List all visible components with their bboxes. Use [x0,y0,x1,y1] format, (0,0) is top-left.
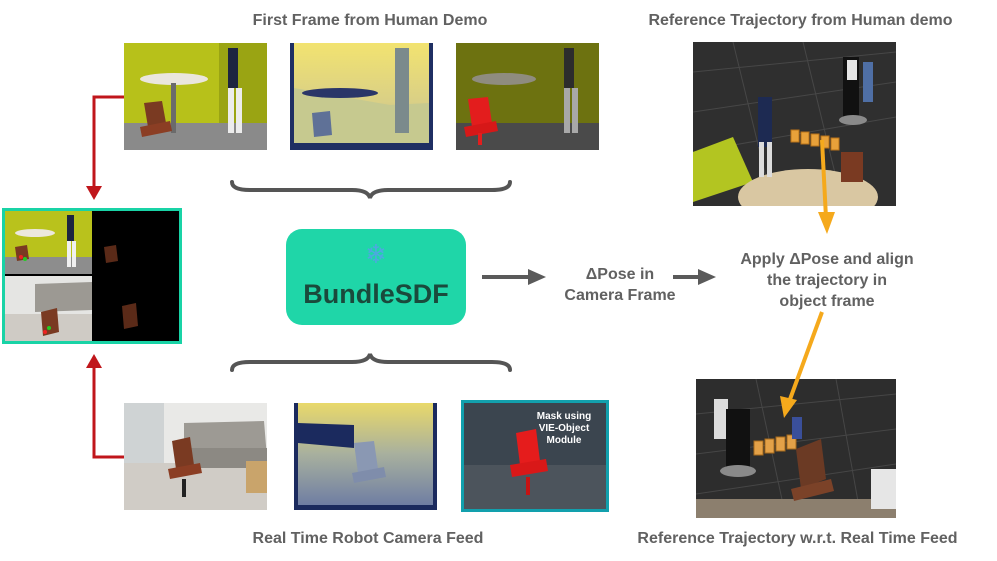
mask-label: Mask using VIE-Object Module [536,411,592,446]
orange-arrow-1 [820,139,828,219]
delta-pose-label: ΔPose in Camera Frame [564,266,676,304]
grid-cell-robot-mask [94,276,179,341]
red-arrow-top [92,95,124,190]
robot-camera-mask-image [464,403,606,509]
snowflake-icon: ❄ [365,239,387,269]
apply-pose-label: Apply ΔPose and align the trajectory in … [740,251,914,310]
reference-trajectory-wrt-feed-render [696,379,896,518]
caption-reference-trajectory: Reference Trajectory from Human demo [648,12,953,29]
human-demo-depth-image [290,43,433,150]
caption-real-time-feed: Real Time Robot Camera Feed [252,530,484,547]
caption-first-frame: First Frame from Human Demo [252,12,488,29]
human-demo-mask-image [456,43,599,150]
caption-reference-wrt-feed: Reference Trajectory w.r.t. Real Time Fe… [637,530,958,547]
top-brace [230,180,512,199]
robot-camera-rgb-image [124,403,267,510]
reference-trajectory-render [693,42,896,206]
robot-camera-depth-image [294,403,437,510]
grid-cell-human-rgb [5,211,92,274]
orange-arrow-2 [787,311,824,403]
human-demo-rgb-image [124,43,267,150]
bottom-brace [230,353,512,372]
grid-cell-robot-rgb [5,276,92,341]
bundlesdf-label: BundleSDF [303,279,449,309]
bundlesdf-box: ❄ BundleSDF [286,229,466,325]
robot-camera-mask-panel: Mask using VIE-Object Module [461,400,609,512]
alignment-frame-grid [2,208,182,344]
red-arrow-bottom [92,364,124,459]
grid-cell-human-mask [94,211,179,274]
